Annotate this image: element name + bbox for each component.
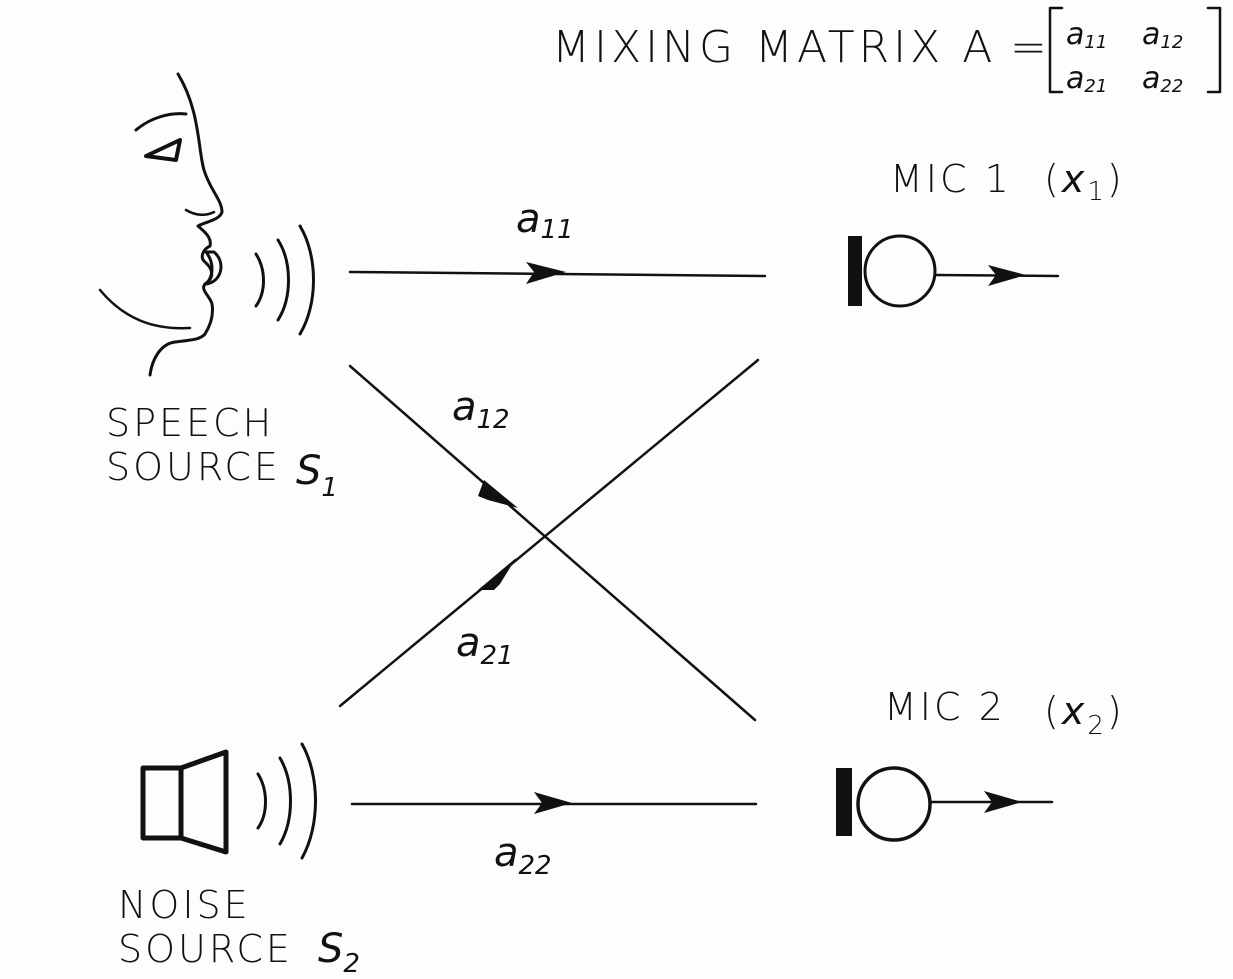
path-a12 [348, 364, 757, 722]
speech-source-line2: SOURCE [106, 445, 281, 489]
speech-source-symbol: S1 [296, 448, 338, 503]
speech-sound-waves [254, 224, 315, 336]
matrix-title: MIXING MATRIX A [552, 22, 996, 73]
coef-a12: a12 [452, 384, 510, 435]
arrow-head-a21 [478, 558, 516, 590]
mic1-output-arrow [988, 265, 1026, 286]
path-a11 [348, 262, 767, 284]
face-speaking-icon [98, 72, 224, 377]
loudspeaker-icon [140, 749, 229, 855]
matrix-a11: a11 [1066, 17, 1107, 53]
matrix-a22: a22 [1142, 61, 1183, 97]
matrix-a12: a12 [1142, 17, 1183, 53]
coef-a22: a22 [494, 830, 552, 881]
microphone-icon [848, 234, 1060, 308]
equals-sign: = [1010, 22, 1051, 73]
arrow-head-a12 [478, 480, 518, 508]
matrix-a21: a21 [1066, 61, 1107, 97]
arrow-head-a22 [534, 792, 572, 814]
mic1-label: MIC 1 [890, 157, 1012, 201]
noise-source-line1: NOISE [118, 883, 251, 927]
arrow-head-a11 [526, 262, 566, 284]
mic2-label: MIC 2 [884, 685, 1006, 729]
noise-source-line2: SOURCE [118, 927, 293, 971]
microphone-icon [836, 766, 1054, 842]
path-a21 [338, 358, 760, 708]
matrix-left-bracket [1048, 6, 1064, 94]
mic2-signal: (x2) [1044, 689, 1125, 741]
noise-source-symbol: S2 [318, 926, 360, 979]
mic1-signal: (x1) [1044, 157, 1125, 207]
noise-sound-waves [256, 742, 317, 860]
speech-source-line1: SPEECH [106, 401, 274, 445]
coef-a21: a21 [456, 620, 514, 671]
coef-a11: a11 [516, 196, 574, 245]
matrix-right-bracket [1206, 6, 1222, 94]
path-a22 [350, 792, 758, 814]
mic2-output-arrow [984, 791, 1022, 813]
